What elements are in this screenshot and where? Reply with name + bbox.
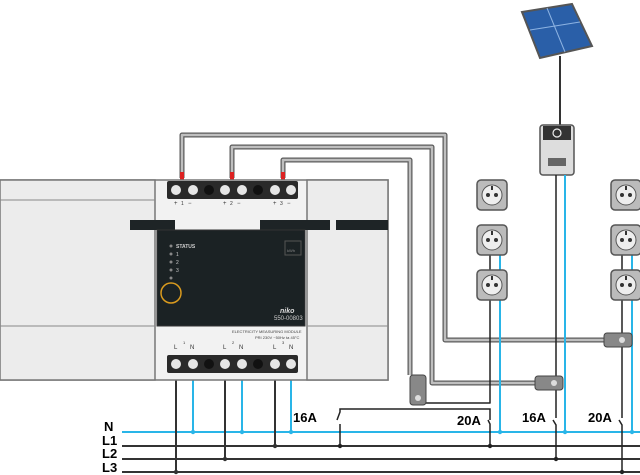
socket-icon [610,224,640,256]
terminal-n-label: N [239,345,244,351]
terminal-number-label: 1 [181,201,184,207]
terminal-plus-label: + [174,201,178,207]
cable-terminal-marks [180,172,285,180]
status-led-icon [169,268,173,272]
socket-outlets [476,179,640,301]
bottom-terminal-block [167,355,298,373]
terminal-blank [253,185,263,195]
kwh-icon: kWh [287,248,295,253]
terminal-l-label: L [273,345,277,351]
terminal-screw-icon [188,185,198,195]
terminal-screw-icon [237,185,247,195]
terminal-plus-label: + [273,201,277,207]
terminal-screw-icon [237,359,247,369]
terminal-screw-icon [171,185,181,195]
terminal-number-label: 2 [232,340,235,345]
led-label-3: 3 [176,268,179,274]
terminal-minus-label: − [287,201,291,207]
terminal-screw-icon [188,359,198,369]
breaker-label-3: 16A [522,410,546,425]
terminal-number-label: 2 [230,201,233,207]
terminal-screw-icon [171,359,181,369]
terminal-number-label: 3 [280,201,283,207]
terminal-plus-label: + [223,201,227,207]
module-feed-wires [173,372,294,475]
bus-label-l1: L1 [102,433,117,448]
terminal-screw-icon [270,359,280,369]
led-label-1: 1 [176,252,179,258]
breaker-label-1: 16A [293,410,317,425]
terminal-l-label: L [174,345,178,351]
solar-panel-icon [520,2,594,125]
terminal-number-label: 1 [183,340,186,345]
terminal-blank [204,359,214,369]
current-clamp-icon [409,332,633,406]
terminal-screw-icon [286,359,296,369]
model-number: 550-00803 [274,316,303,322]
status-led-icon [169,244,173,248]
status-led-icon [169,252,173,256]
brand-logo: niko [280,308,295,315]
module-title: ELECTRICITY MEASURING MODULE [232,329,302,334]
led-label-2: 2 [176,260,179,266]
terminal-l-label: L [223,345,227,351]
terminal-screw-icon [220,185,230,195]
socket-icon [610,179,640,211]
terminal-minus-label: − [188,201,192,207]
socket-icon [476,269,508,301]
junction-dots [337,429,635,475]
socket-icon [476,179,508,211]
terminal-n-label: N [190,345,195,351]
status-label: STATUS [176,244,196,250]
led-ring-icon [160,282,182,304]
status-led-icon [169,276,173,280]
terminal-blank [253,359,263,369]
terminal-screw-icon [220,359,230,369]
socket-icon [610,269,640,301]
breaker-label-4: 20A [588,410,612,425]
display-panel [156,229,306,327]
terminal-number-label: 3 [282,340,285,345]
terminal-screw-icon [270,185,280,195]
status-led-icon [169,260,173,264]
bus-label-n: N [104,419,113,434]
terminal-n-label: N [289,345,294,351]
breaker-label-2: 20A [457,413,481,428]
bus-label-l3: L3 [102,460,117,475]
inverter-icon [539,124,575,176]
module-rating: PRI 230V ~50Hz ta 45°C [255,335,300,340]
terminal-screw-icon [286,185,296,195]
bus-label-l2: L2 [102,446,117,461]
terminal-minus-label: − [237,201,241,207]
socket-icon [476,224,508,256]
din-rail-housing [0,179,389,381]
top-terminal-block [167,181,298,199]
terminal-blank [204,185,214,195]
